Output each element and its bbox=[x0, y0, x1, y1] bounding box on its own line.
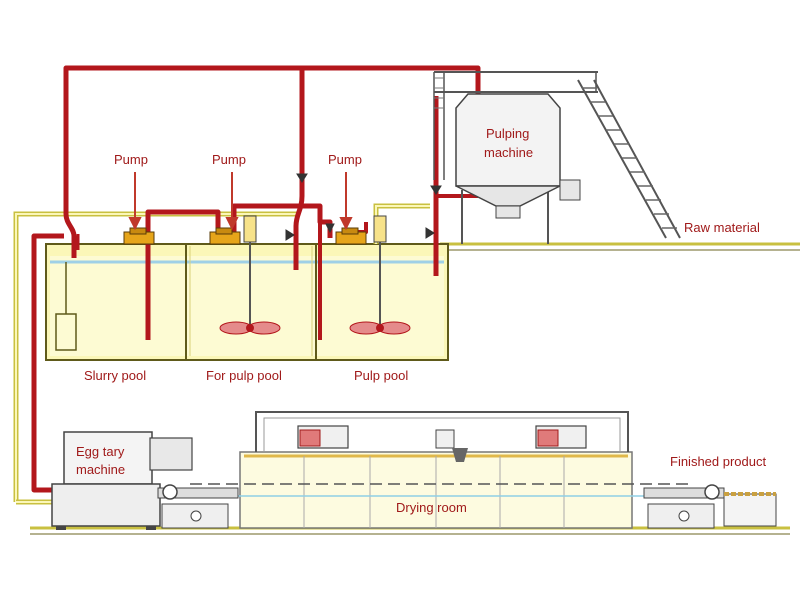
slurry-pool-label: Slurry pool bbox=[84, 368, 146, 383]
pump-1 bbox=[123, 227, 155, 245]
raw-material-label: Raw material bbox=[684, 220, 760, 235]
pump-3 bbox=[335, 227, 367, 245]
drying-room bbox=[190, 411, 690, 529]
pulping-machine-label-line2: machine bbox=[484, 145, 533, 160]
finished-product-label: Finished product bbox=[670, 454, 766, 469]
agitator-for-pulp-pool bbox=[219, 215, 281, 335]
pump-label-3: Pump bbox=[328, 152, 362, 167]
agitator-pulp-pool bbox=[349, 215, 411, 335]
egg-tray-machine-label-line1: Egg tary bbox=[76, 444, 125, 459]
left-transfer-unit bbox=[157, 484, 239, 529]
pulp-pool-label: Pulp pool bbox=[354, 368, 408, 383]
drying-room-label: Drying room bbox=[396, 500, 467, 515]
for-pulp-pool-label: For pulp pool bbox=[206, 368, 282, 383]
pool-tank bbox=[45, 243, 449, 361]
pulping-machine-label-line1: Pulping bbox=[486, 126, 529, 141]
pulping-machine bbox=[433, 71, 681, 244]
pump-label-1: Pump bbox=[114, 152, 148, 167]
right-transfer-unit bbox=[643, 484, 725, 529]
pump-2 bbox=[209, 227, 241, 245]
egg-tray-machine bbox=[51, 431, 193, 530]
egg-tray-machine-label-line2: machine bbox=[76, 462, 125, 477]
pump-arrows bbox=[128, 172, 353, 231]
slurry-level-float bbox=[55, 234, 80, 351]
valve-markers bbox=[285, 173, 442, 241]
pump-label-2: Pump bbox=[212, 152, 246, 167]
finished-product-stack bbox=[723, 492, 777, 527]
